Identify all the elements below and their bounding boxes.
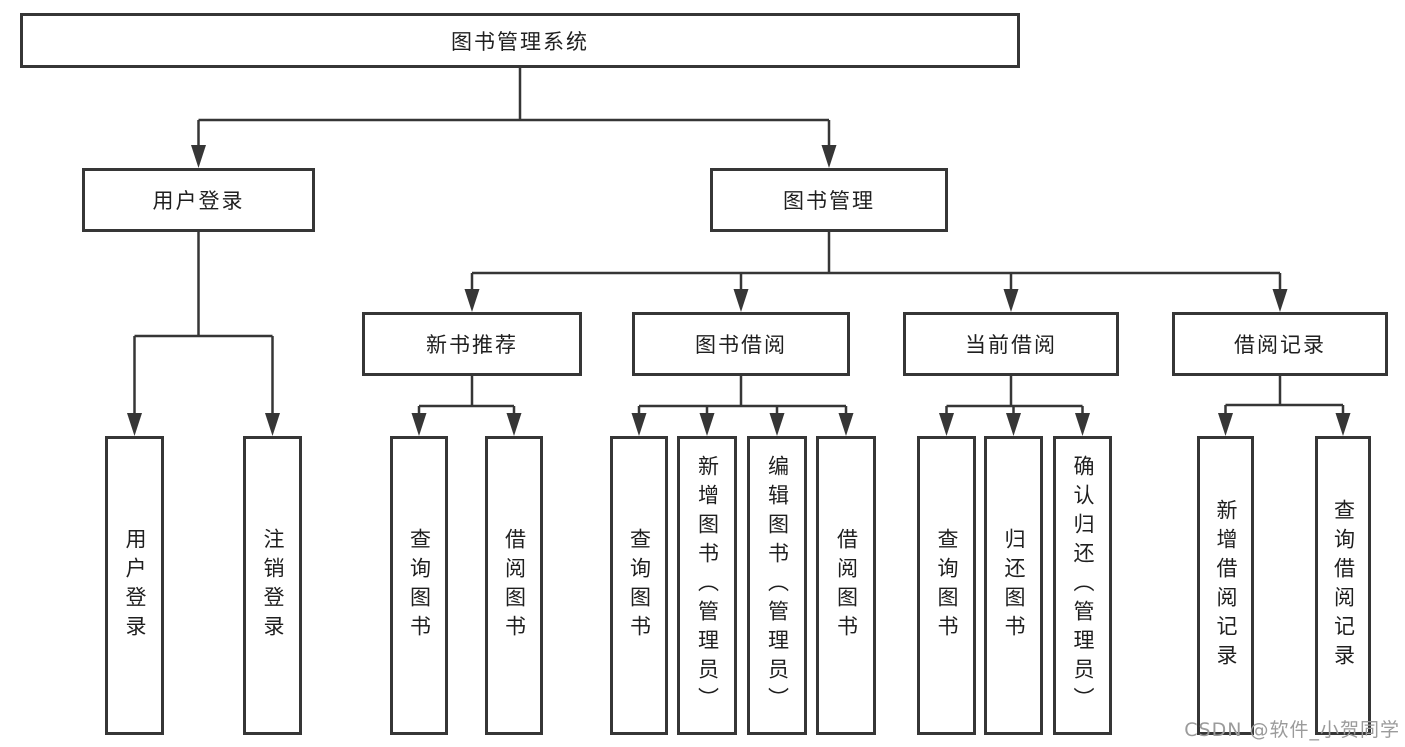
leaf-query-books-newrec: 查询图书 [390,436,448,735]
leaf-edit-book-admin: 编辑图书（管理员） [747,436,807,735]
edge-current-borrow-children [945,376,1084,415]
leaf-confirm-return-admin-label: 确认归还（管理员） [1071,455,1095,716]
node-current-borrowing: 当前借阅 [903,312,1119,376]
leaf-borrow-books-newrec: 借阅图书 [485,436,543,735]
leaf-confirm-return-admin: 确认归还（管理员） [1053,436,1112,735]
leaf-borrow-books-borrow: 借阅图书 [816,436,876,735]
node-new-book-recommend-label: 新书推荐 [426,333,518,357]
node-user-login: 用户登录 [82,168,315,232]
leaf-add-borrow-record: 新增借阅记录 [1197,436,1254,735]
csdn-watermark: CSDN @软件_小贺同学 [1184,719,1400,741]
leaf-return-books: 归还图书 [984,436,1043,735]
leaf-user-login: 用户登录 [105,436,164,735]
node-book-borrowing-label: 图书借阅 [695,333,787,357]
leaf-borrow-books-newrec-label: 借阅图书 [502,527,527,644]
edge-new-book-children [417,376,516,415]
leaf-add-book-admin-label: 新增图书（管理员） [695,455,720,716]
leaf-query-books-borrow-label: 查询图书 [627,527,652,644]
leaf-borrow-books-borrow-label: 借阅图书 [834,527,859,644]
edge-borrow-records-children [1224,376,1345,415]
leaf-return-books-label: 归还图书 [1002,527,1026,644]
leaf-query-books-current-label: 查询图书 [935,527,959,644]
edge-book-borrow-children [637,376,848,415]
node-book-management-label: 图书管理 [783,189,875,213]
node-root: 图书管理系统 [20,13,1020,68]
leaf-query-borrow-record: 查询借阅记录 [1315,436,1371,735]
edge-user-login-children [133,232,274,414]
leaf-edit-book-admin-label: 编辑图书（管理员） [765,455,790,716]
edge-book-mgmt-children [470,232,1282,290]
leaf-query-borrow-record-label: 查询借阅记录 [1331,498,1356,673]
leaf-query-books-newrec-label: 查询图书 [407,527,432,644]
leaf-logout-label: 注销登录 [261,527,285,644]
leaf-add-borrow-record-label: 新增借阅记录 [1214,498,1238,673]
node-book-borrowing: 图书借阅 [632,312,850,376]
node-borrowing-records-label: 借阅记录 [1234,333,1326,357]
edge-root-to-level2 [197,68,831,147]
leaf-add-book-admin: 新增图书（管理员） [677,436,737,735]
node-user-login-label: 用户登录 [152,189,245,213]
arrowheads [127,145,1351,436]
leaf-query-books-current: 查询图书 [917,436,976,735]
leaf-query-books-borrow: 查询图书 [610,436,668,735]
leaf-logout: 注销登录 [243,436,302,735]
node-current-borrowing-label: 当前借阅 [965,333,1057,357]
node-borrowing-records: 借阅记录 [1172,312,1388,376]
leaf-user-login-label: 用户登录 [123,527,147,644]
node-root-label: 图书管理系统 [451,29,589,54]
node-new-book-recommend: 新书推荐 [362,312,582,376]
node-book-management: 图书管理 [710,168,948,232]
